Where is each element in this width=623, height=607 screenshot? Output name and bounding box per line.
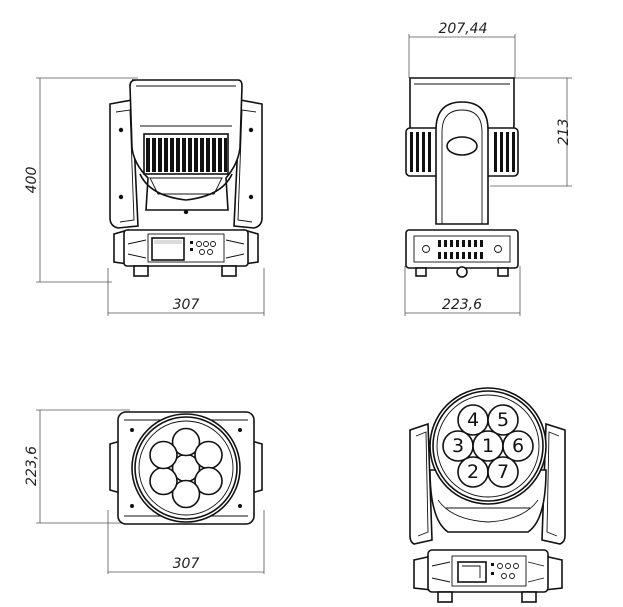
front-height-label: 400 bbox=[24, 167, 40, 194]
side-view: 207,44 213 223,6 bbox=[404, 21, 572, 316]
perspective-view: 4 5 3 1 6 2 7 bbox=[409, 387, 566, 603]
lens-label-3: 3 bbox=[452, 435, 464, 457]
front-width-label: 307 bbox=[173, 297, 200, 313]
perspective-control-buttons bbox=[491, 563, 519, 579]
top-depth-label: 223,6 bbox=[24, 446, 40, 486]
perspective-lenses bbox=[442, 404, 534, 488]
front-control-buttons bbox=[190, 241, 216, 255]
side-height-label: 213 bbox=[556, 119, 572, 146]
top-view: 223,6 307 bbox=[24, 409, 265, 574]
lens-label-1: 1 bbox=[482, 435, 494, 457]
lens-label-6: 6 bbox=[512, 435, 524, 457]
side-fins bbox=[410, 132, 515, 172]
lens-label-7: 7 bbox=[497, 461, 509, 483]
front-view: 400 307 bbox=[24, 77, 265, 316]
side-base-width-label: 223,6 bbox=[442, 297, 482, 313]
lens-label-5: 5 bbox=[497, 409, 509, 431]
top-view-lenses bbox=[149, 427, 223, 509]
lens-label-4: 4 bbox=[467, 409, 479, 431]
lens-label-2: 2 bbox=[467, 461, 479, 483]
side-top-width-label: 207,44 bbox=[439, 21, 488, 37]
top-width-label: 307 bbox=[173, 556, 200, 572]
front-fins bbox=[146, 138, 227, 172]
side-base-vents bbox=[438, 240, 483, 259]
